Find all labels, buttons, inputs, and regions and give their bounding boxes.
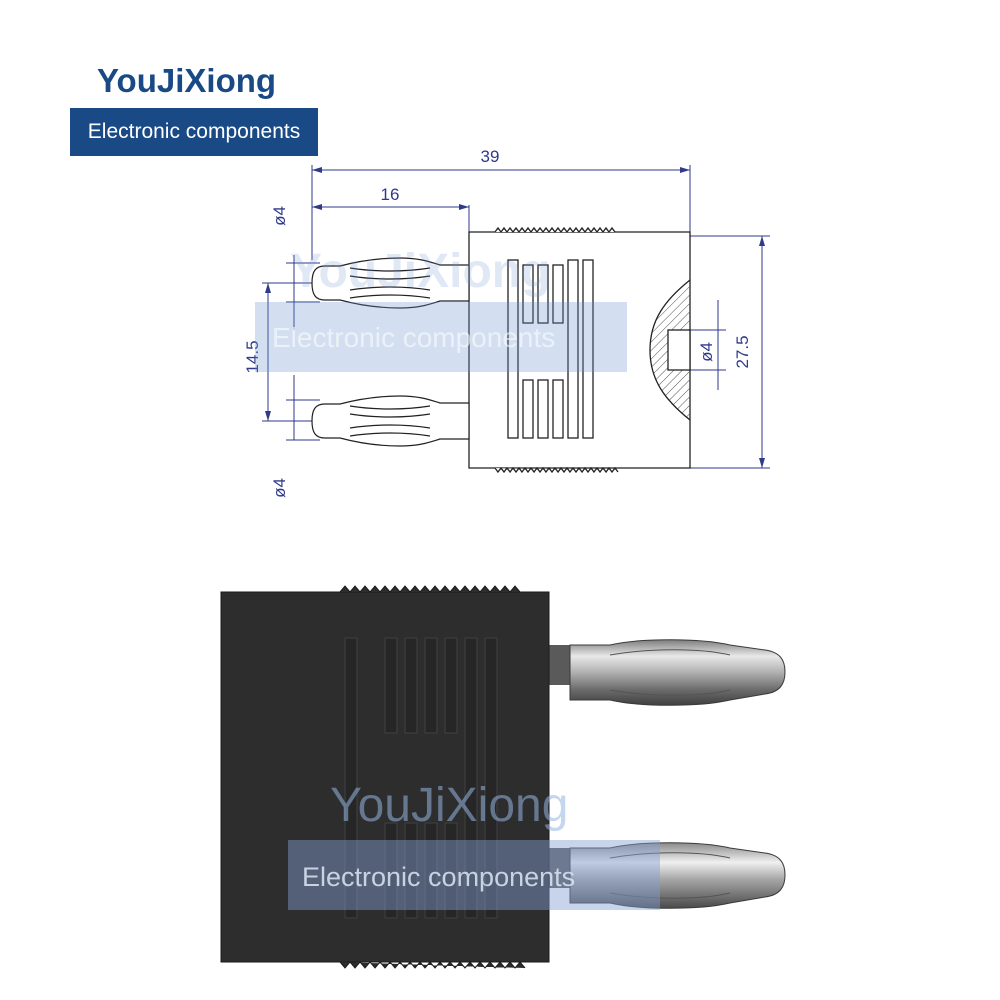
drawing-pins bbox=[311, 257, 470, 447]
watermark-title-top: YouJiXiong bbox=[290, 245, 551, 298]
dim-body-height: 27.5 bbox=[733, 335, 752, 368]
watermark-tagline-top: Electronic components bbox=[272, 322, 556, 353]
watermark-band-bottom bbox=[288, 840, 660, 910]
dim-pin-spacing: 14.5 bbox=[243, 340, 262, 373]
watermark-title-bottom: YouJiXiong bbox=[330, 779, 569, 832]
brand-tagline: Electronic components bbox=[70, 108, 318, 156]
dim-socket-dia: ø4 bbox=[697, 342, 716, 362]
dim-pin-dia-bottom: ø4 bbox=[270, 478, 289, 498]
render-pin-bottom bbox=[548, 842, 786, 909]
watermark-band-top bbox=[255, 302, 627, 372]
brand-title: YouJiXiong bbox=[97, 62, 277, 99]
dim-pin-length: 16 bbox=[381, 185, 400, 204]
render-pin-top bbox=[548, 639, 786, 706]
product-render bbox=[220, 585, 786, 969]
dimension-lines bbox=[262, 165, 770, 469]
drawing-body bbox=[468, 226, 691, 474]
dim-pin-dia-top: ø4 bbox=[270, 206, 289, 226]
dim-total-length: 39 bbox=[481, 147, 500, 166]
watermark-tagline-bottom: Electronic components bbox=[302, 862, 576, 892]
